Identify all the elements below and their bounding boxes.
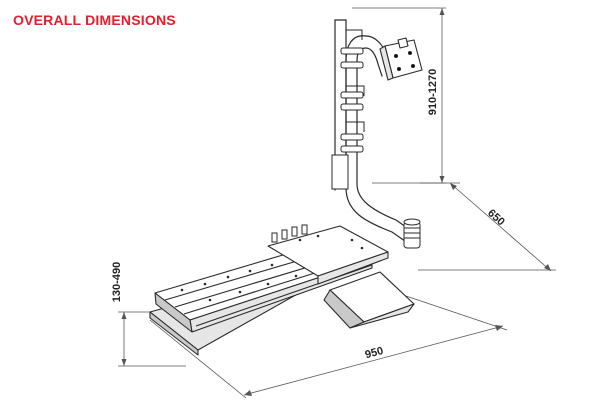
base-height-label: 130-490 xyxy=(111,262,123,302)
width-extension-right xyxy=(405,295,508,331)
fastener xyxy=(298,238,302,242)
arrow-base-bottom xyxy=(121,359,127,366)
fastener xyxy=(238,290,242,294)
fastener xyxy=(316,234,320,238)
dimension-lines xyxy=(118,7,556,399)
base-frame xyxy=(149,225,415,356)
depth-dimension-line xyxy=(449,182,552,272)
clamp-ring xyxy=(340,145,364,153)
fastener xyxy=(203,282,207,286)
fastener xyxy=(270,263,274,267)
clamp-ring xyxy=(340,91,364,99)
base-skid-edge xyxy=(149,311,199,356)
slider-block-face xyxy=(317,251,389,285)
mast-base-knob xyxy=(403,218,421,249)
arrow-width-left xyxy=(244,390,252,396)
depth-label: 650 xyxy=(485,207,507,228)
mast-clamps xyxy=(331,29,365,190)
clamp-ring xyxy=(340,133,364,141)
fastener xyxy=(180,288,184,292)
arrow-height-bottom xyxy=(439,176,445,183)
wheel-plate-hole xyxy=(410,63,416,69)
width-label: 950 xyxy=(364,345,385,361)
dimension-arrows xyxy=(121,8,551,396)
adjustment-knobs xyxy=(271,224,308,243)
arrow-width-right xyxy=(495,325,503,331)
fastener xyxy=(226,275,230,279)
wheel-plate-hole xyxy=(396,66,402,72)
wheel-plate-hole xyxy=(407,50,413,56)
width-dimension-line xyxy=(243,325,504,396)
wheel-plate-tab xyxy=(397,37,409,49)
knob xyxy=(291,226,298,237)
fastener xyxy=(350,238,354,242)
platform-left-end xyxy=(154,292,193,333)
arm-top-inner xyxy=(365,47,383,77)
height-range-label: 910-1270 xyxy=(427,69,439,116)
width-extension-left xyxy=(149,319,247,399)
arrow-depth-back xyxy=(450,183,457,190)
post-bracket xyxy=(346,121,365,132)
fastener xyxy=(248,269,252,273)
fastener xyxy=(360,246,364,250)
post-plate xyxy=(331,154,349,190)
post-bracket xyxy=(346,85,365,96)
wheel-plate-hole xyxy=(393,53,399,59)
clamp-ring xyxy=(340,103,364,111)
clamp-ring xyxy=(340,47,364,55)
platform-fasteners xyxy=(180,234,364,302)
clamp-ring xyxy=(340,61,364,69)
fastener xyxy=(208,298,212,302)
mast-base-cylinder xyxy=(403,221,421,249)
arrow-base-top xyxy=(121,312,127,319)
mast-base-cap xyxy=(403,218,421,226)
fastener xyxy=(266,282,270,286)
knob xyxy=(281,229,288,240)
wheel-mount-plate xyxy=(379,37,423,81)
pedal-plate-front xyxy=(349,303,415,329)
page-title: OVERALL DIMENSIONS xyxy=(13,12,176,28)
post-bracket xyxy=(346,29,363,40)
knob xyxy=(271,232,278,243)
fastener xyxy=(294,274,298,278)
arrow-depth-front xyxy=(544,264,551,271)
wheel-plate-side xyxy=(379,45,394,81)
knob xyxy=(301,224,308,235)
arrow-height-top xyxy=(439,8,445,15)
